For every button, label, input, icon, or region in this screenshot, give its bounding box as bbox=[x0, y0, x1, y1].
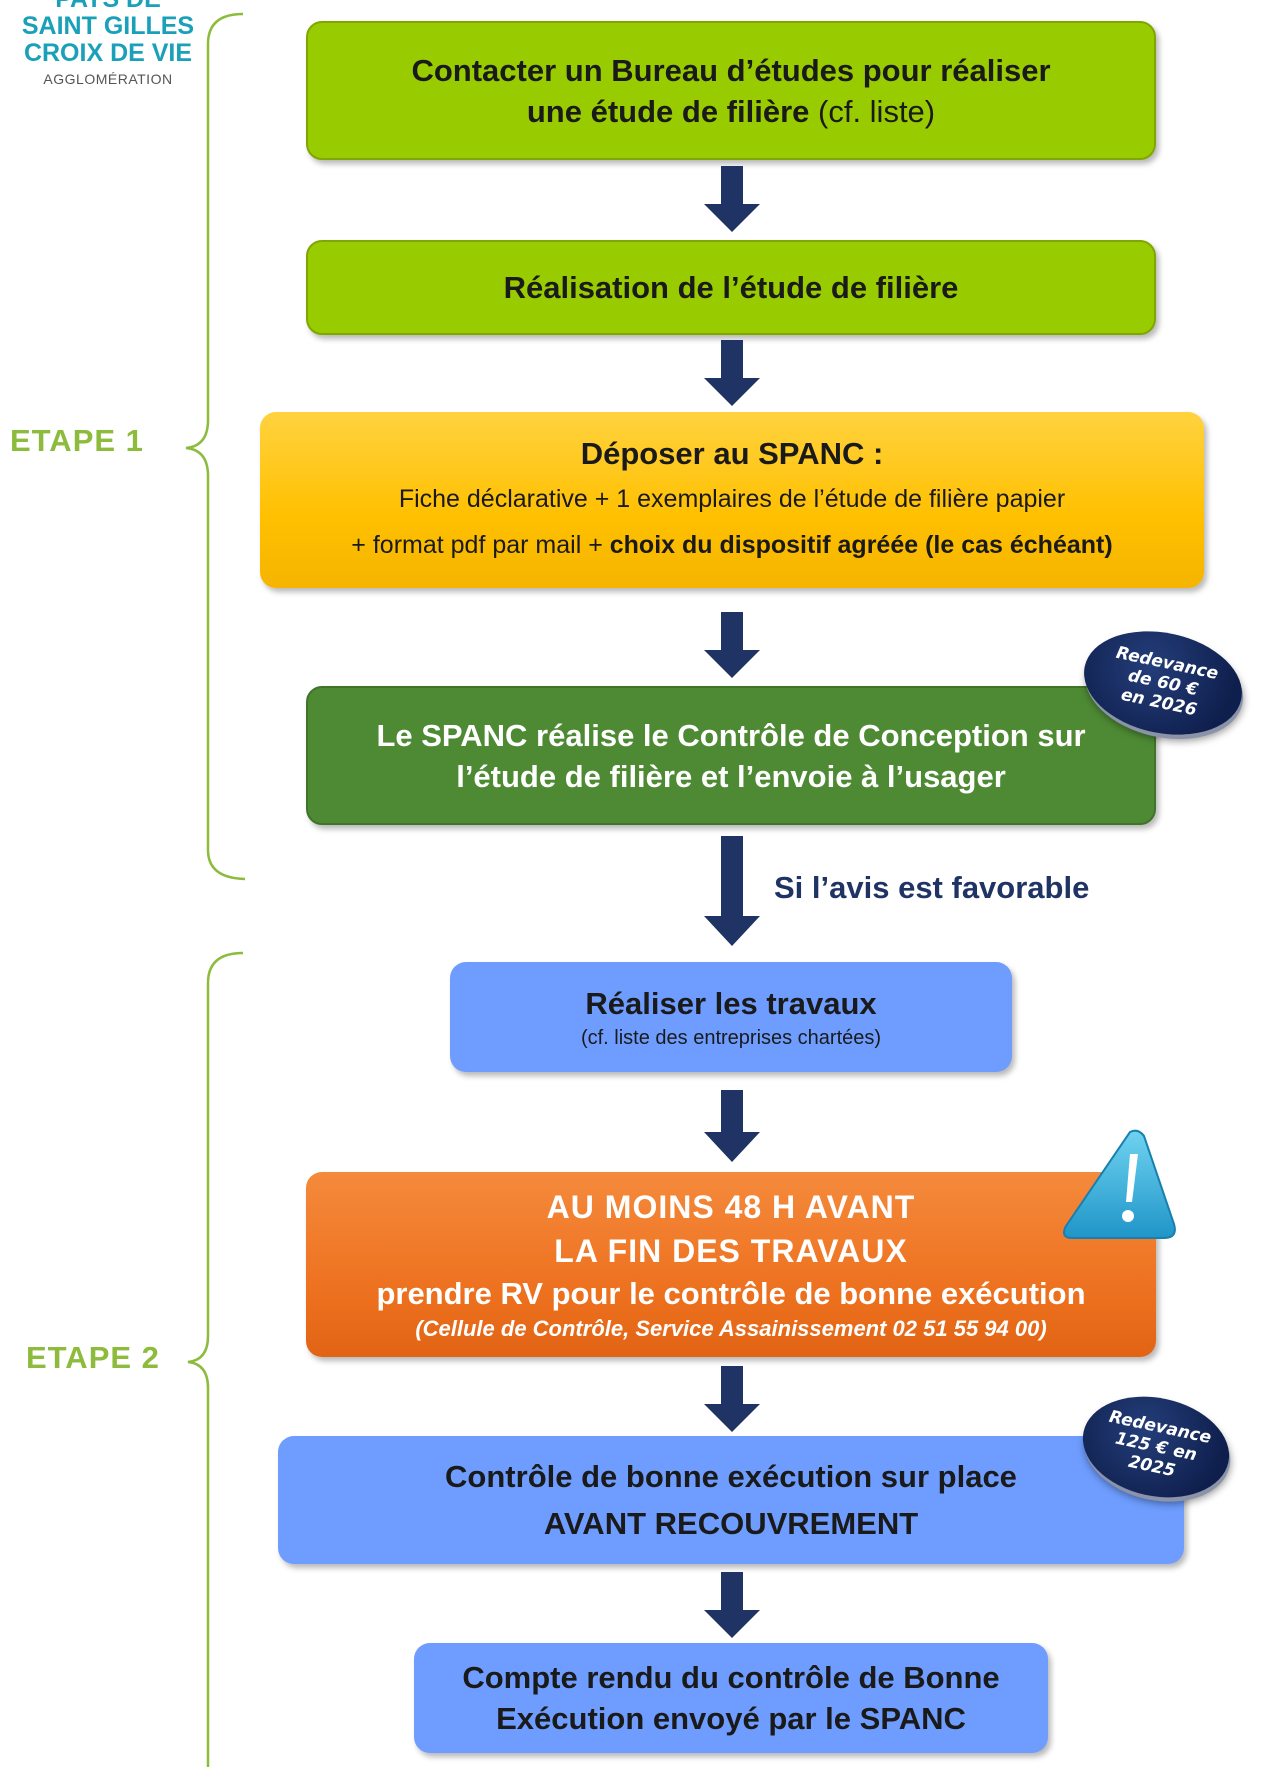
travaux-title: Réaliser les travaux bbox=[585, 985, 877, 1021]
compte-rendu-box: Compte rendu du contrôle de Bonne Exécut… bbox=[414, 1643, 1048, 1753]
deposer-line-2-bold: choix du dispositif agréée (le cas échéa… bbox=[609, 530, 1113, 559]
contact-line-2-normal: (cf. liste) bbox=[809, 93, 936, 129]
controle-bonne-execution-box: Contrôle de bonne exécution sur place AV… bbox=[278, 1436, 1184, 1564]
execution-line-1: Contrôle de bonne exécution sur place bbox=[445, 1459, 1017, 1494]
arrow-down-icon bbox=[704, 340, 760, 406]
avant-fin-line-1: AU MOINS 48 H AVANT bbox=[546, 1189, 916, 1225]
deposer-line-2-normal: + format pdf par mail + bbox=[351, 530, 610, 559]
agglomeration-logo: PAYS DE SAINT GILLES CROIX DE VIE AGGLOM… bbox=[8, 0, 208, 87]
controle-conception-box: Le SPANC réalise le Contrôle de Concepti… bbox=[306, 686, 1156, 825]
conception-line-2: l’étude de filière et l’envoie à l’usage… bbox=[456, 758, 1006, 794]
avant-fin-line-4: (Cellule de Contrôle, Service Assainisse… bbox=[415, 1316, 1047, 1341]
favorable-label: Si l’avis est favorable bbox=[774, 870, 1090, 905]
contact-line-1: Contacter un Bureau d’études pour réalis… bbox=[411, 52, 1051, 88]
realisation-etude-box: Réalisation de l’étude de filière bbox=[306, 240, 1156, 335]
logo-line-1: PAYS DE bbox=[8, 0, 208, 13]
conception-line-1: Le SPANC réalise le Contrôle de Concepti… bbox=[376, 717, 1086, 753]
contact-bureau-box: Contacter un Bureau d’études pour réalis… bbox=[306, 21, 1156, 160]
etape-1-label: ETAPE 1 bbox=[10, 423, 144, 458]
arrow-down-icon bbox=[704, 166, 760, 232]
logo-line-2: SAINT GILLES bbox=[21, 12, 195, 40]
etape1-bracket bbox=[185, 12, 246, 881]
deposer-title: Déposer au SPANC : bbox=[580, 435, 884, 471]
arrow-down-icon bbox=[704, 836, 760, 946]
compte-rendu-line-1: Compte rendu du contrôle de Bonne bbox=[462, 1660, 1000, 1695]
avant-fin-line-3: prendre RV pour le contrôle de bonne exé… bbox=[376, 1276, 1086, 1311]
deposer-line-1: Fiche déclarative + 1 exemplaires de l’é… bbox=[398, 484, 1066, 513]
etape-2-label: ETAPE 2 bbox=[26, 1340, 160, 1375]
arrow-down-icon bbox=[704, 1366, 760, 1432]
arrow-down-icon bbox=[704, 612, 760, 678]
contact-line-2-bold: une étude de filière bbox=[526, 93, 810, 129]
realiser-travaux-box: Réaliser les travaux (cf. liste des entr… bbox=[450, 962, 1012, 1072]
deposer-spanc-box: Déposer au SPANC : Fiche déclarative + 1… bbox=[260, 412, 1204, 588]
arrow-down-icon bbox=[704, 1090, 760, 1162]
realisation-text: Réalisation de l’étude de filière bbox=[503, 270, 959, 305]
logo-line-3: CROIX DE VIE bbox=[23, 39, 193, 67]
etape2-bracket bbox=[187, 951, 244, 1767]
logo-line-4: AGGLOMÉRATION bbox=[43, 71, 173, 87]
execution-line-2: AVANT RECOUVREMENT bbox=[543, 1506, 919, 1541]
avant-fin-line-2: LA FIN DES TRAVAUX bbox=[554, 1233, 908, 1269]
avant-fin-travaux-box: AU MOINS 48 H AVANT LA FIN DES TRAVAUX p… bbox=[306, 1172, 1156, 1357]
warning-icon bbox=[1060, 1128, 1178, 1244]
arrow-down-icon bbox=[704, 1572, 760, 1638]
compte-rendu-line-2: Exécution envoyé par le SPANC bbox=[496, 1701, 966, 1736]
travaux-sub: (cf. liste des entreprises chartées) bbox=[580, 1026, 882, 1049]
